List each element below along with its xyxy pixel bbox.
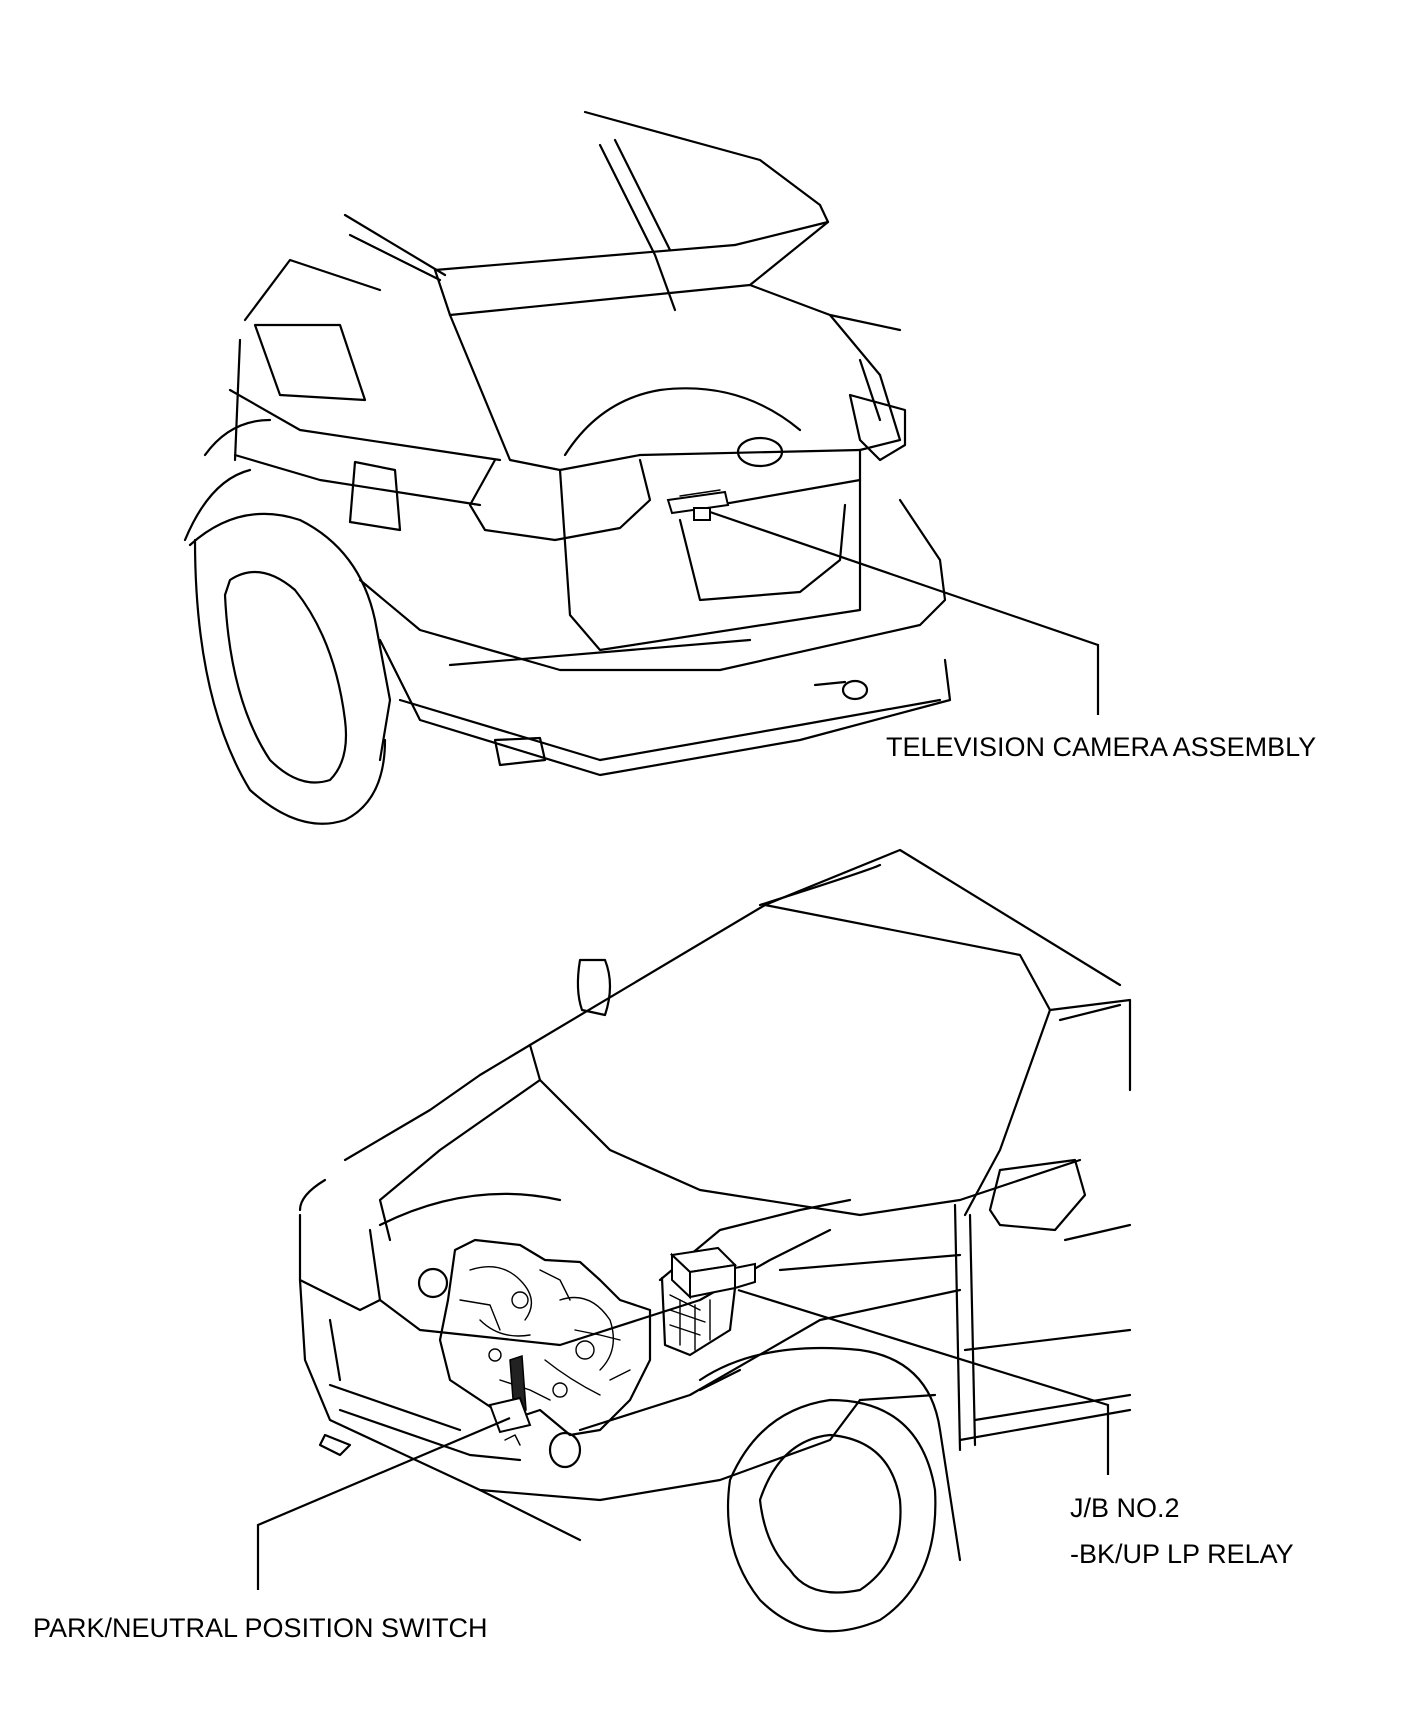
- front-vehicle-illustration: [298, 848, 1132, 1633]
- park-neutral-leader: [256, 1416, 511, 1590]
- jb-no2-leader: [737, 1288, 1110, 1475]
- park-neutral-label: PARK/NEUTRAL POSITION SWITCH: [33, 1613, 488, 1643]
- junction-block-no2: [660, 1246, 756, 1357]
- engine-transaxle-illustration: [438, 1238, 652, 1446]
- jb-no2-label: J/B NO.2: [1070, 1493, 1180, 1523]
- rear-vehicle-illustration: [183, 110, 952, 825]
- bkup-relay-label: -BK/UP LP RELAY: [1070, 1539, 1294, 1569]
- camera-housing: [666, 489, 730, 521]
- tv-camera-label: TELEVISION CAMERA ASSEMBLY: [886, 732, 1316, 762]
- tv-camera-leader: [709, 510, 1100, 715]
